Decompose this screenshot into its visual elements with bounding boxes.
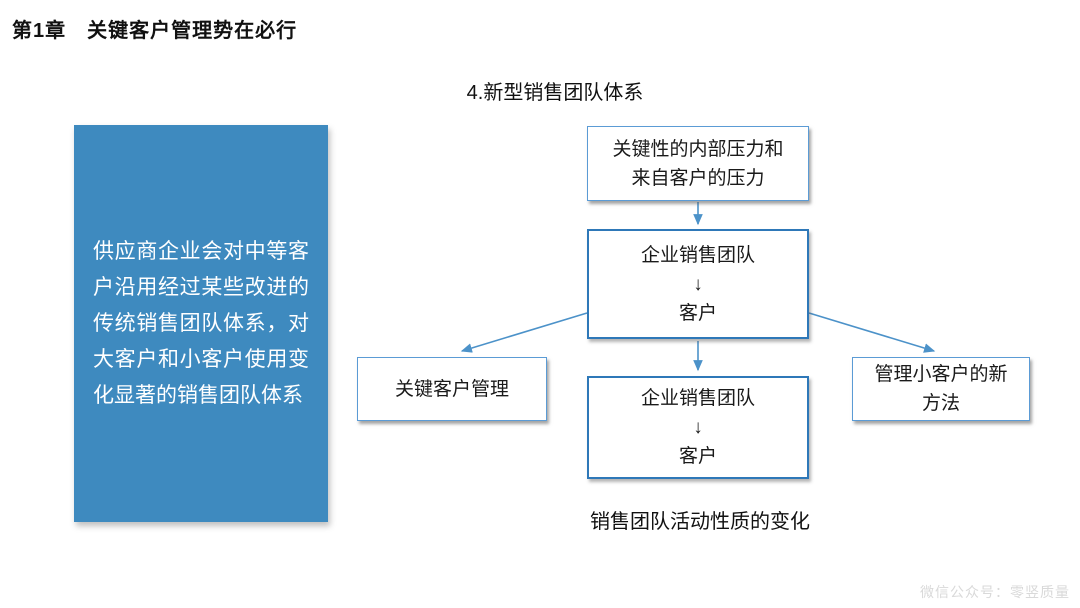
arrow-team-to-kam — [460, 312, 588, 353]
watermark: 微信公众号：零竖质量 — [920, 584, 1070, 600]
slide-subtitle: 4.新型销售团队体系 — [466, 82, 644, 104]
arrow-team-to-small — [808, 312, 936, 353]
node-sales-team-top: 企业销售团队 ↓ 客户 — [587, 229, 809, 339]
chapter-title: 第1章 关键客户管理势在必行 — [12, 20, 298, 42]
summary-panel-text: 供应商企业会对中等客户沿用经过某些改进的传统销售团队体系，对大客户和小客户使用变… — [93, 239, 309, 407]
node-key-account-management: 关键客户管理 — [357, 357, 547, 421]
node-small-customer-method: 管理小客户的新 方法 — [852, 357, 1030, 421]
node-pressure: 关键性的内部压力和 来自客户的压力 — [587, 126, 809, 201]
node-sales-team-bottom: 企业销售团队 ↓ 客户 — [587, 376, 809, 479]
diagram-caption: 销售团队活动性质的变化 — [590, 511, 810, 533]
summary-panel: 供应商企业会对中等客户沿用经过某些改进的传统销售团队体系，对大客户和小客户使用变… — [74, 125, 328, 522]
